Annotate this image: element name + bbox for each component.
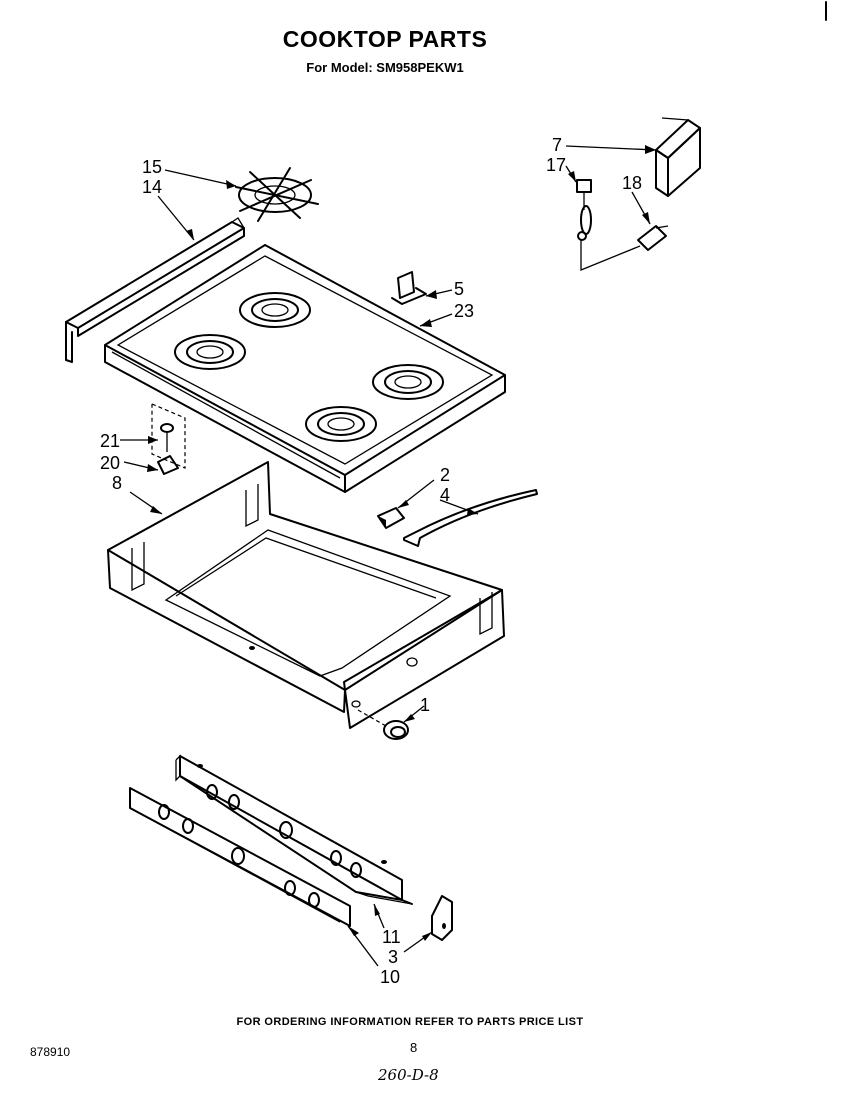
back-trim-strip-part <box>65 217 245 363</box>
screw-bracket-part <box>151 403 186 475</box>
ignition-switch-harness-part <box>576 179 669 271</box>
callout-3: 3 <box>388 947 399 967</box>
callout-4: 4 <box>440 485 451 505</box>
control-panel-part <box>129 787 351 927</box>
page-title: COOKTOP PARTS <box>282 26 488 52</box>
ordering-info-footer: FOR ORDERING INFORMATION REFER TO PARTS … <box>236 1016 584 1028</box>
spark-module-part <box>655 117 701 197</box>
callout-14: 14 <box>142 177 163 197</box>
page-number: 8 <box>410 1040 418 1055</box>
callout-18: 18 <box>622 173 643 193</box>
handwritten-note: 260-D-8 <box>378 1066 439 1084</box>
control-panel-bracket-part <box>175 754 413 905</box>
callout-1: 1 <box>420 695 431 715</box>
callout-17: 17 <box>546 155 567 175</box>
ignitor-tube-part <box>377 489 538 547</box>
leader-lines <box>120 145 657 967</box>
cooktop-clip-part <box>391 271 427 305</box>
callout-21: 21 <box>100 431 121 451</box>
cooktop-main-top-part <box>104 244 506 493</box>
callout-11: 11 <box>382 927 401 947</box>
side-bracket-part <box>431 895 453 941</box>
callout-15: 15 <box>142 157 163 177</box>
callout-10: 10 <box>380 967 401 987</box>
callout-5: 5 <box>454 279 465 299</box>
burner-box-part <box>107 461 505 729</box>
callout-8: 8 <box>112 473 123 493</box>
model-subtitle: For Model: SM958PEKW1 <box>306 60 464 75</box>
callout-20: 20 <box>100 453 121 473</box>
callout-7: 7 <box>552 135 563 155</box>
callout-23: 23 <box>454 301 475 321</box>
callout-2: 2 <box>440 465 451 485</box>
catalog-number: 878910 <box>30 1045 71 1059</box>
control-knob-part <box>357 709 409 740</box>
burner-grate-part <box>235 167 319 222</box>
